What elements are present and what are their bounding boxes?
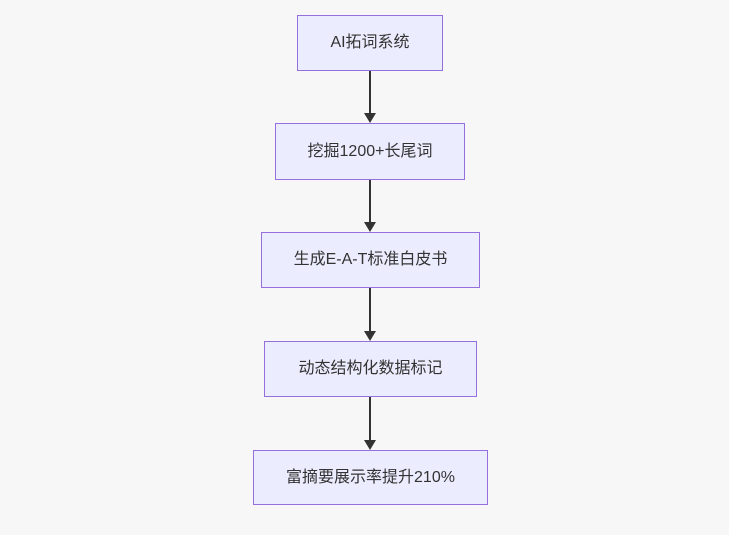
flowchart-node-longtail-keywords: 挖掘1200+长尾词: [275, 123, 465, 180]
arrowhead-down-icon: [364, 222, 376, 232]
arrowhead-down-icon: [364, 113, 376, 123]
arrow-line: [369, 71, 371, 113]
arrow-line: [369, 180, 371, 222]
node-label: AI拓词系统: [330, 34, 410, 52]
flowchart-arrow-1: [364, 71, 376, 123]
arrow-line: [369, 288, 371, 331]
flowchart-arrow-3: [364, 288, 376, 341]
arrowhead-down-icon: [364, 440, 376, 450]
node-label: 富摘要展示率提升210%: [286, 468, 455, 486]
flowchart-arrow-2: [364, 180, 376, 232]
arrowhead-down-icon: [364, 331, 376, 341]
node-label: 生成E-A-T标准白皮书: [293, 251, 448, 269]
flowchart-node-eat-whitepaper: 生成E-A-T标准白皮书: [261, 232, 480, 288]
node-label: 动态结构化数据标记: [298, 360, 443, 378]
flowchart-node-ai-word-expansion-system: AI拓词系统: [297, 15, 443, 71]
arrow-line: [369, 397, 371, 440]
node-label: 挖掘1200+长尾词: [307, 142, 433, 160]
flowchart-node-structured-data-markup: 动态结构化数据标记: [264, 341, 477, 397]
flowchart-arrow-4: [364, 397, 376, 450]
flowchart-node-rich-snippet-rate: 富摘要展示率提升210%: [253, 450, 488, 505]
